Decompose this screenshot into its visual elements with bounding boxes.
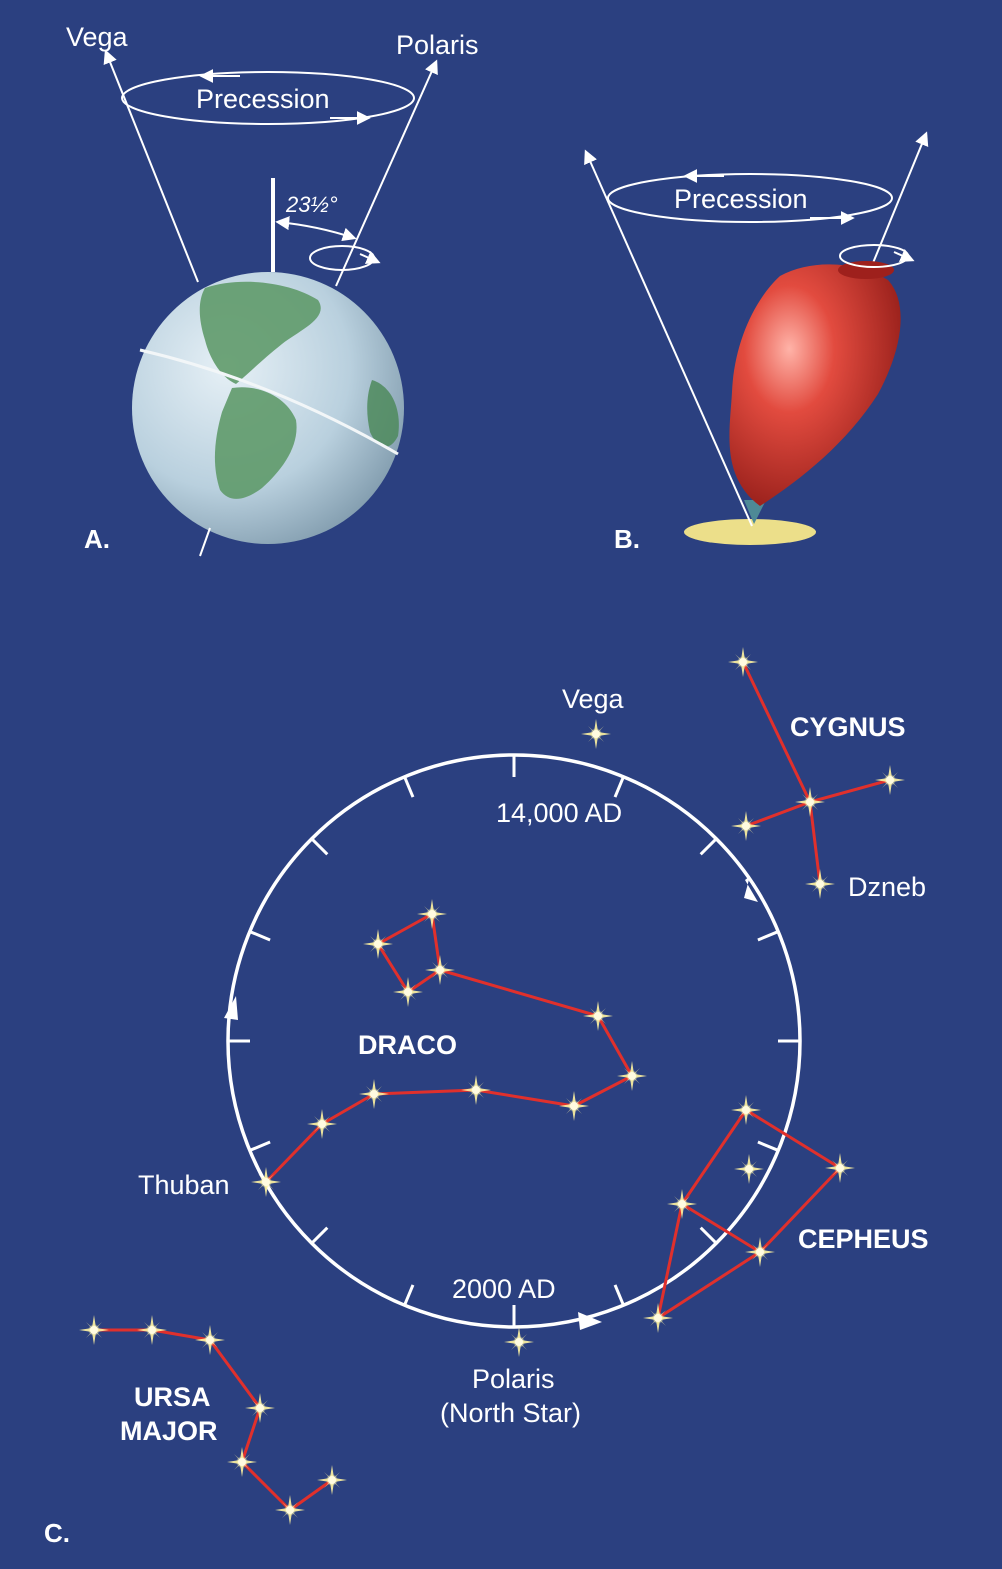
precession-label-a: Precession — [196, 84, 330, 114]
top-axis-arrow — [865, 131, 929, 281]
date-2000: 2000 AD — [452, 1274, 556, 1304]
cygnus-line-main — [741, 661, 822, 885]
north-star-label: (North Star) — [440, 1398, 581, 1428]
circle-tick — [757, 930, 779, 942]
star-draco-9 — [359, 1079, 389, 1109]
table-surface — [684, 519, 816, 545]
star-draco-8 — [461, 1075, 491, 1105]
star-ursa-7 — [317, 1465, 347, 1495]
polaris-label: Polaris — [396, 30, 479, 60]
precession-label-b: Precession — [674, 184, 808, 214]
star-ursa-2 — [137, 1315, 167, 1345]
circle-tick — [310, 1226, 329, 1245]
spinning-top — [729, 261, 901, 524]
polaris-axis-arrow — [335, 59, 438, 287]
star-draco-3 — [425, 955, 455, 985]
star-cygnus-2 — [795, 787, 825, 817]
star-cepheus-1 — [731, 1095, 761, 1125]
star-cepheus-2 — [734, 1154, 764, 1184]
precession-cone-ellipse — [121, 71, 415, 125]
vega-label: Vega — [66, 22, 129, 52]
circle-tick — [699, 1226, 718, 1245]
tilt-angle-label: 23½° — [285, 192, 338, 217]
circle-tick — [249, 1140, 271, 1152]
circle-tick — [403, 776, 415, 798]
star-cygnus-3 — [875, 765, 905, 795]
panel-b: Precession B. — [584, 131, 929, 554]
star-draco-5 — [583, 1001, 613, 1031]
thuban-label: Thuban — [138, 1170, 230, 1200]
draco-label: DRACO — [358, 1030, 457, 1060]
dzneb-label: Dzneb — [848, 872, 926, 902]
circle-tick — [310, 837, 329, 856]
vega-axis-arrow — [103, 49, 199, 283]
circle-arrow-right — [744, 876, 758, 902]
draco-body-line — [264, 968, 634, 1184]
precession-cone-ellipse-b — [607, 173, 893, 223]
cone-left-arrow — [584, 149, 753, 527]
panel-c: 14,000 AD 2000 AD Vega Dzneb Thuban Pola… — [44, 647, 929, 1548]
circle-ticks — [228, 755, 800, 1327]
star-cygnus-1 — [728, 647, 758, 677]
star-draco-4 — [393, 977, 423, 1007]
star-cygnus-4 — [731, 811, 761, 841]
star-ursa-1 — [79, 1315, 109, 1345]
circle-tick — [699, 837, 718, 856]
circle-tick — [613, 1284, 625, 1306]
major-label: MAJOR — [120, 1416, 218, 1446]
star-cepheus-6 — [643, 1303, 673, 1333]
panel-c-letter: C. — [44, 1518, 70, 1548]
earth-globe — [132, 272, 404, 544]
circle-tick — [757, 1140, 779, 1152]
circle-tick — [403, 1284, 415, 1306]
circle-arrow-left — [224, 996, 238, 1020]
star-draco-2 — [363, 929, 393, 959]
star-draco-6 — [617, 1061, 647, 1091]
circle-arrow-bottom — [578, 1312, 602, 1330]
panel-a: Vega Polaris Precession 23½° A. — [66, 22, 479, 557]
date-14000: 14,000 AD — [496, 798, 622, 828]
draco-head-line — [376, 912, 442, 994]
vega-star-label: Vega — [562, 684, 625, 714]
axis-bottom-line — [199, 527, 211, 557]
tilt-angle-arc — [275, 216, 357, 242]
star-ursa-4 — [245, 1393, 275, 1423]
rotation-ellipse — [309, 245, 375, 271]
panel-a-letter: A. — [84, 524, 110, 554]
ursa-label: URSA — [134, 1382, 211, 1412]
star-vega — [581, 719, 611, 749]
panel-b-letter: B. — [614, 524, 640, 554]
circle-tick — [613, 776, 625, 798]
circle-tick — [249, 930, 271, 942]
star-ursa-3 — [195, 1325, 225, 1355]
star-dzneb — [805, 869, 835, 899]
star-cepheus-4 — [667, 1189, 697, 1219]
cepheus-label: CEPHEUS — [798, 1224, 929, 1254]
rotation-arrow-b — [893, 249, 915, 262]
star-draco-1 — [417, 899, 447, 929]
polaris-star-label: Polaris — [472, 1364, 555, 1394]
rotation-arrow — [359, 251, 381, 264]
star-polaris — [504, 1327, 534, 1357]
cepheus-line-inner — [681, 1202, 761, 1254]
cepheus-line-outer — [656, 1108, 842, 1320]
star-draco-7 — [559, 1091, 589, 1121]
cygnus-label: CYGNUS — [790, 712, 906, 742]
